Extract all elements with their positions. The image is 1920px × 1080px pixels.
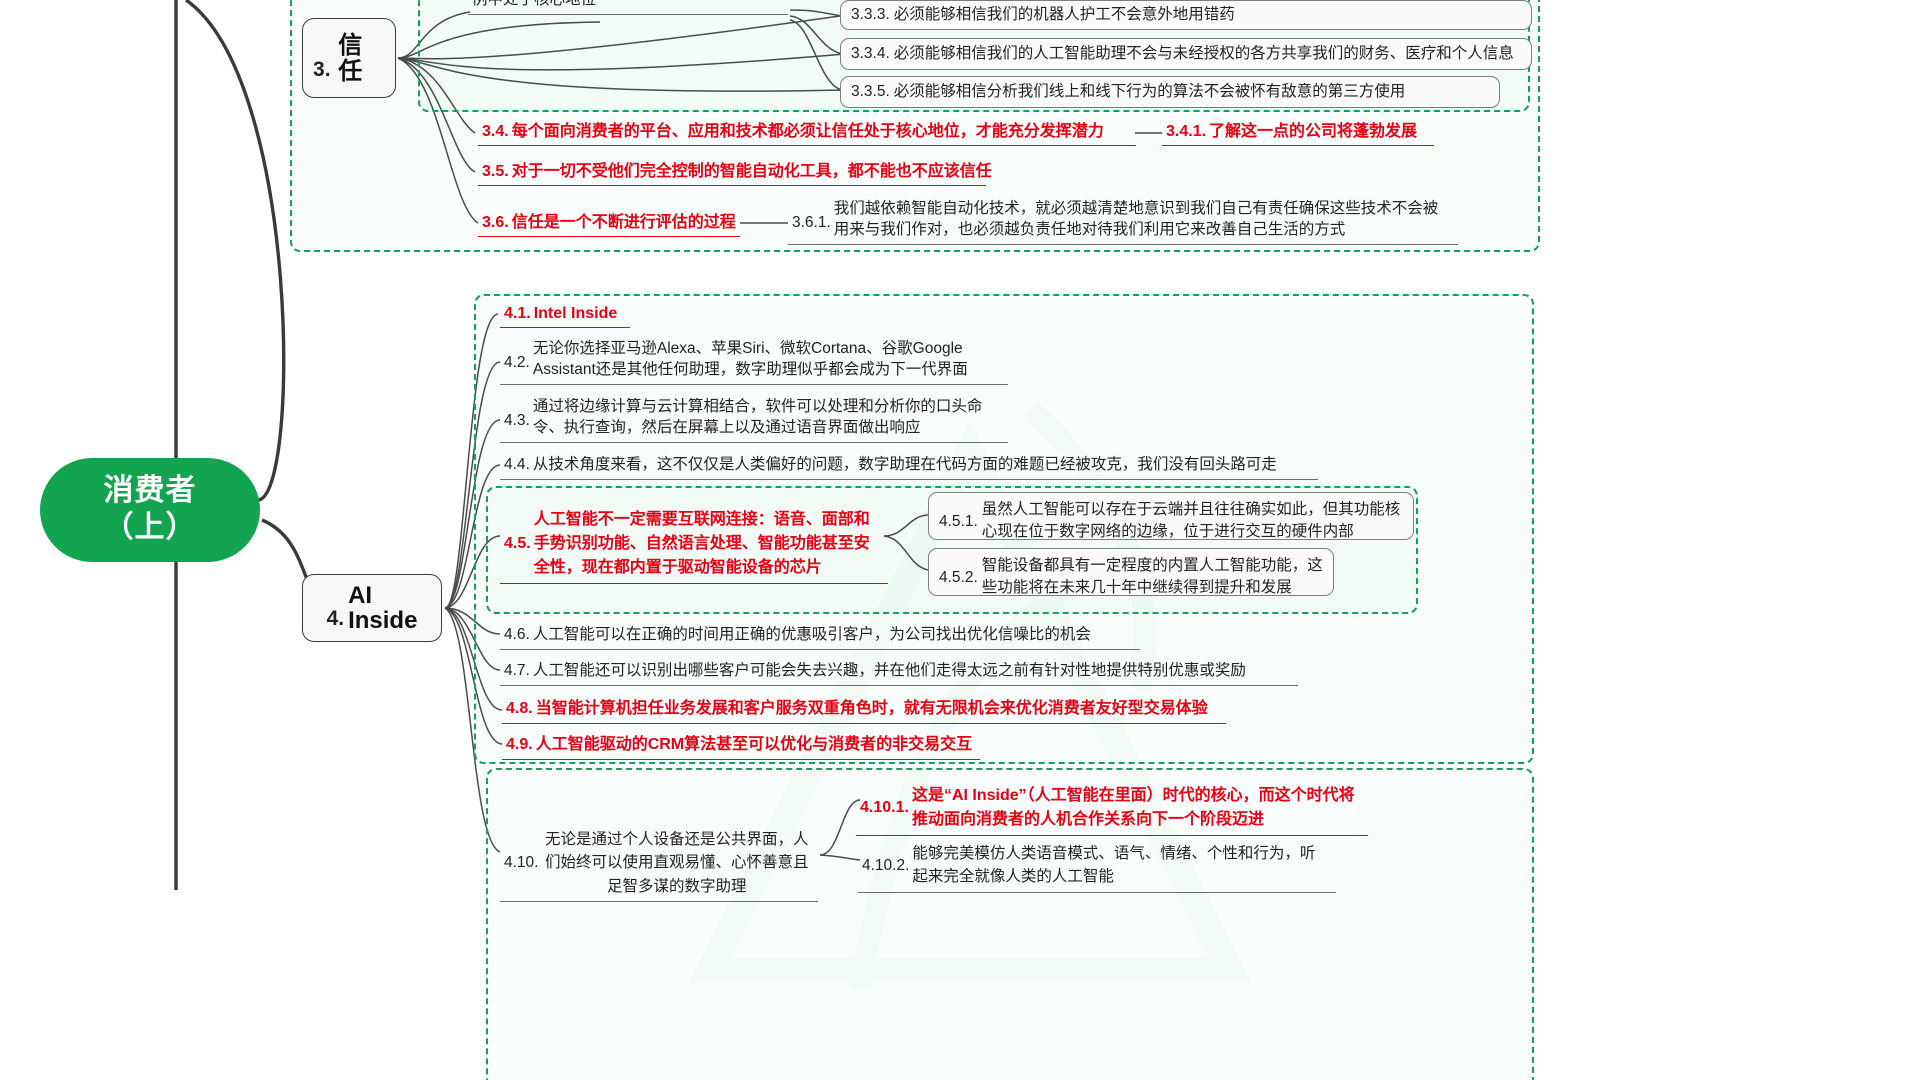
topic-4-5-2-number: 4.5.2.	[939, 569, 978, 586]
topic-4-1[interactable]: 4.1. Intel Inside	[500, 302, 630, 328]
branch-trust-label: 信任	[333, 32, 361, 84]
topic-4-1-text: Intel Inside	[533, 304, 618, 322]
topic-4-10-number: 4.10.	[504, 854, 539, 872]
topic-3-3-4[interactable]: 3.3.4. 必须能够相信我们的人工智能助理不会与未经授权的各方共享我们的财务、…	[840, 38, 1532, 70]
topic-3-3-3-text: 必须能够相信我们的机器人护工不会意外地用错药	[893, 6, 1235, 24]
topic-4-5-1[interactable]: 4.5.1. 虽然人工智能可以存在于云端并且往往确实如此，但其功能核心现在位于数…	[928, 492, 1414, 540]
topic-3-3-5-number: 3.3.5.	[851, 83, 890, 101]
topic-4-10-2-number: 4.10.2.	[862, 856, 910, 874]
topic-3-5[interactable]: 3.5. 对于一切不受他们完全控制的智能自动化工具，都不能也不应该信任	[478, 160, 992, 186]
topic-4-7-text: 人工智能还可以识别出哪些客户可能会失去兴趣，并在他们走得太远之前有针对性地提供特…	[532, 662, 1246, 680]
topic-4-10-1-number: 4.10.1.	[860, 799, 909, 816]
topic-3-4-1-number: 3.4.1.	[1166, 122, 1207, 140]
topic-4-5-1-number: 4.5.1.	[939, 513, 978, 530]
topic-3-6-number: 3.6.	[482, 213, 509, 231]
topic-4-5-1-text: 虽然人工智能可以存在于云端并且往往确实如此，但其功能核心现在位于数字网络的边缘，…	[981, 501, 1401, 540]
topic-4-10-2-text: 能够完美模仿人类语音模式、语气、情绪、个性和行为，听起来完全就像人类的人工智能	[912, 845, 1316, 886]
topic-4-10[interactable]: 4.10. 无论是通过个人设备还是公共界面，人们始终可以使用直观易懂、心怀善意且…	[500, 826, 818, 902]
topic-4-10-2[interactable]: 4.10.2. 能够完美模仿人类语音模式、语气、情绪、个性和行为，听起来完全就像…	[858, 840, 1336, 893]
topic-3-3-3[interactable]: 3.3.3. 必须能够相信我们的机器人护工不会意外地用错药	[840, 0, 1532, 30]
topic-4-4[interactable]: 4.4. 从技术角度来看，这不仅仅是人类偏好的问题，数字助理在代码方面的难题已经…	[500, 452, 1318, 480]
topic-3-6-1[interactable]: 3.6.1. 我们越依赖智能自动化技术，就必须越清楚地意识到我们自己有责任确保这…	[788, 196, 1458, 245]
topic-3-4[interactable]: 3.4. 每个面向消费者的平台、应用和技术都必须让信任处于核心地位，才能充分发挥…	[478, 120, 1136, 146]
topic-4-8[interactable]: 4.8. 当智能计算机担任业务发展和客户服务双重角色时，就有无限机会来优化消费者…	[502, 696, 1226, 724]
topic-4-3-number: 4.3.	[504, 412, 530, 429]
topic-4-9-text: 人工智能驱动的CRM算法甚至可以优化与消费者的非交易交互	[535, 735, 973, 753]
topic-4-8-text: 当智能计算机担任业务发展和客户服务双重角色时，就有无限机会来优化消费者友好型交易…	[535, 699, 1208, 717]
topic-3-5-text: 对于一切不受他们完全控制的智能自动化工具，都不能也不应该信任	[511, 162, 992, 180]
topic-4-9[interactable]: 4.9. 人工智能驱动的CRM算法甚至可以优化与消费者的非交易交互	[502, 732, 980, 760]
topic-3-3-5[interactable]: 3.3.5. 必须能够相信分析我们线上和线下行为的算法不会被怀有敌意的第三方使用	[840, 76, 1500, 108]
branch-node-ai-inside[interactable]: 4. AI Inside	[302, 574, 442, 642]
topic-4-10-1[interactable]: 4.10.1. 这是“AI Inside”（人工智能在里面）时代的核心，而这个时…	[856, 782, 1368, 836]
branch-ai-number: 4.	[326, 607, 345, 631]
topic-3-3-5-text: 必须能够相信分析我们线上和线下行为的算法不会被怀有敌意的第三方使用	[893, 83, 1406, 101]
topic-4-3-text: 通过将边缘计算与云计算相结合，软件可以处理和分析你的口头命令、执行查询，然后在屏…	[532, 398, 983, 437]
topic-4-9-number: 4.9.	[506, 735, 533, 753]
topic-3-4-number: 3.4.	[482, 122, 509, 140]
topic-3-5-number: 3.5.	[482, 162, 509, 180]
root-title-line2: （上）	[103, 511, 197, 544]
topic-4-5-2[interactable]: 4.5.2. 智能设备都具有一定程度的内置人工智能功能，这些功能将在未来几十年中…	[928, 548, 1334, 596]
topic-4-7[interactable]: 4.7. 人工智能还可以识别出哪些客户可能会失去兴趣，并在他们走得太远之前有针对…	[500, 658, 1298, 686]
topic-4-5-text: 人工智能不一定需要互联网连接：语音、面部和手势识别功能、自然语言处理、智能功能甚…	[533, 511, 870, 576]
topic-3-6-1-number: 3.6.1.	[792, 214, 831, 231]
topic-3-2-text: 信任将在新兴人机合作关系的平台、技术和用例中处于核心地位	[472, 0, 782, 11]
topic-4-10-1-text: 这是“AI Inside”（人工智能在里面）时代的核心，而这个时代将推动面向消费…	[911, 787, 1355, 828]
topic-4-7-number: 4.7.	[504, 662, 530, 680]
branch-node-trust[interactable]: 3. 信任	[302, 18, 396, 98]
topic-4-5-number: 4.5.	[504, 535, 531, 552]
topic-4-5[interactable]: 4.5. 人工智能不一定需要互联网连接：语音、面部和手势识别功能、自然语言处理、…	[500, 506, 888, 584]
topic-4-2-number: 4.2.	[504, 354, 530, 371]
topic-3-2[interactable]: 信任将在新兴人机合作关系的平台、技术和用例中处于核心地位	[468, 0, 788, 15]
topic-4-2[interactable]: 4.2. 无论你选择亚马逊Alexa、苹果Siri、微软Cortana、谷歌Go…	[500, 336, 1008, 385]
topic-3-6-text: 信任是一个不断进行评估的过程	[511, 213, 736, 231]
topic-4-1-number: 4.1.	[504, 304, 531, 322]
topic-3-4-1[interactable]: 3.4.1. 了解这一点的公司将蓬勃发展	[1162, 120, 1434, 146]
topic-4-4-number: 4.4.	[504, 456, 530, 474]
root-node[interactable]: 消费者 （上）	[40, 458, 260, 562]
topic-4-10-text: 无论是通过个人设备还是公共界面，人们始终可以使用直观易懂、心怀善意且足智多谋的数…	[544, 831, 809, 895]
topic-4-8-number: 4.8.	[506, 699, 533, 717]
root-title-line1: 消费者	[103, 474, 197, 508]
topic-3-4-1-text: 了解这一点的公司将蓬勃发展	[1209, 122, 1418, 140]
branch-trust-number: 3.	[313, 58, 331, 81]
topic-4-6-text: 人工智能可以在正确的时间用正确的优惠吸引客户，为公司找出优化信噪比的机会	[532, 626, 1091, 644]
topic-3-6[interactable]: 3.6. 信任是一个不断进行评估的过程	[478, 211, 740, 237]
topic-3-6-1-text: 我们越依赖智能自动化技术，就必须越清楚地意识到我们自己有责任确保这些技术不会被用…	[833, 200, 1439, 239]
topic-3-3-4-number: 3.3.4.	[851, 45, 890, 63]
topic-4-4-text: 从技术角度来看，这不仅仅是人类偏好的问题，数字助理在代码方面的难题已经被攻克，我…	[532, 456, 1277, 474]
topic-3-3-4-text: 必须能够相信我们的人工智能助理不会与未经授权的各方共享我们的财务、医疗和个人信息	[893, 45, 1514, 63]
topic-4-5-2-text: 智能设备都具有一定程度的内置人工智能功能，这些功能将在未来几十年中继续得到提升和…	[981, 557, 1323, 596]
topic-3-3-3-number: 3.3.3.	[851, 6, 890, 24]
topic-4-6-number: 4.6.	[504, 626, 530, 644]
topic-4-2-text: 无论你选择亚马逊Alexa、苹果Siri、微软Cortana、谷歌Google …	[532, 340, 968, 379]
topic-4-3[interactable]: 4.3. 通过将边缘计算与云计算相结合，软件可以处理和分析你的口头命令、执行查询…	[500, 394, 1008, 443]
topic-4-6[interactable]: 4.6. 人工智能可以在正确的时间用正确的优惠吸引客户，为公司找出优化信噪比的机…	[500, 622, 1140, 650]
topic-3-4-text: 每个面向消费者的平台、应用和技术都必须让信任处于核心地位，才能充分发挥潜力	[511, 122, 1104, 140]
branch-ai-label: AI Inside	[348, 581, 418, 634]
